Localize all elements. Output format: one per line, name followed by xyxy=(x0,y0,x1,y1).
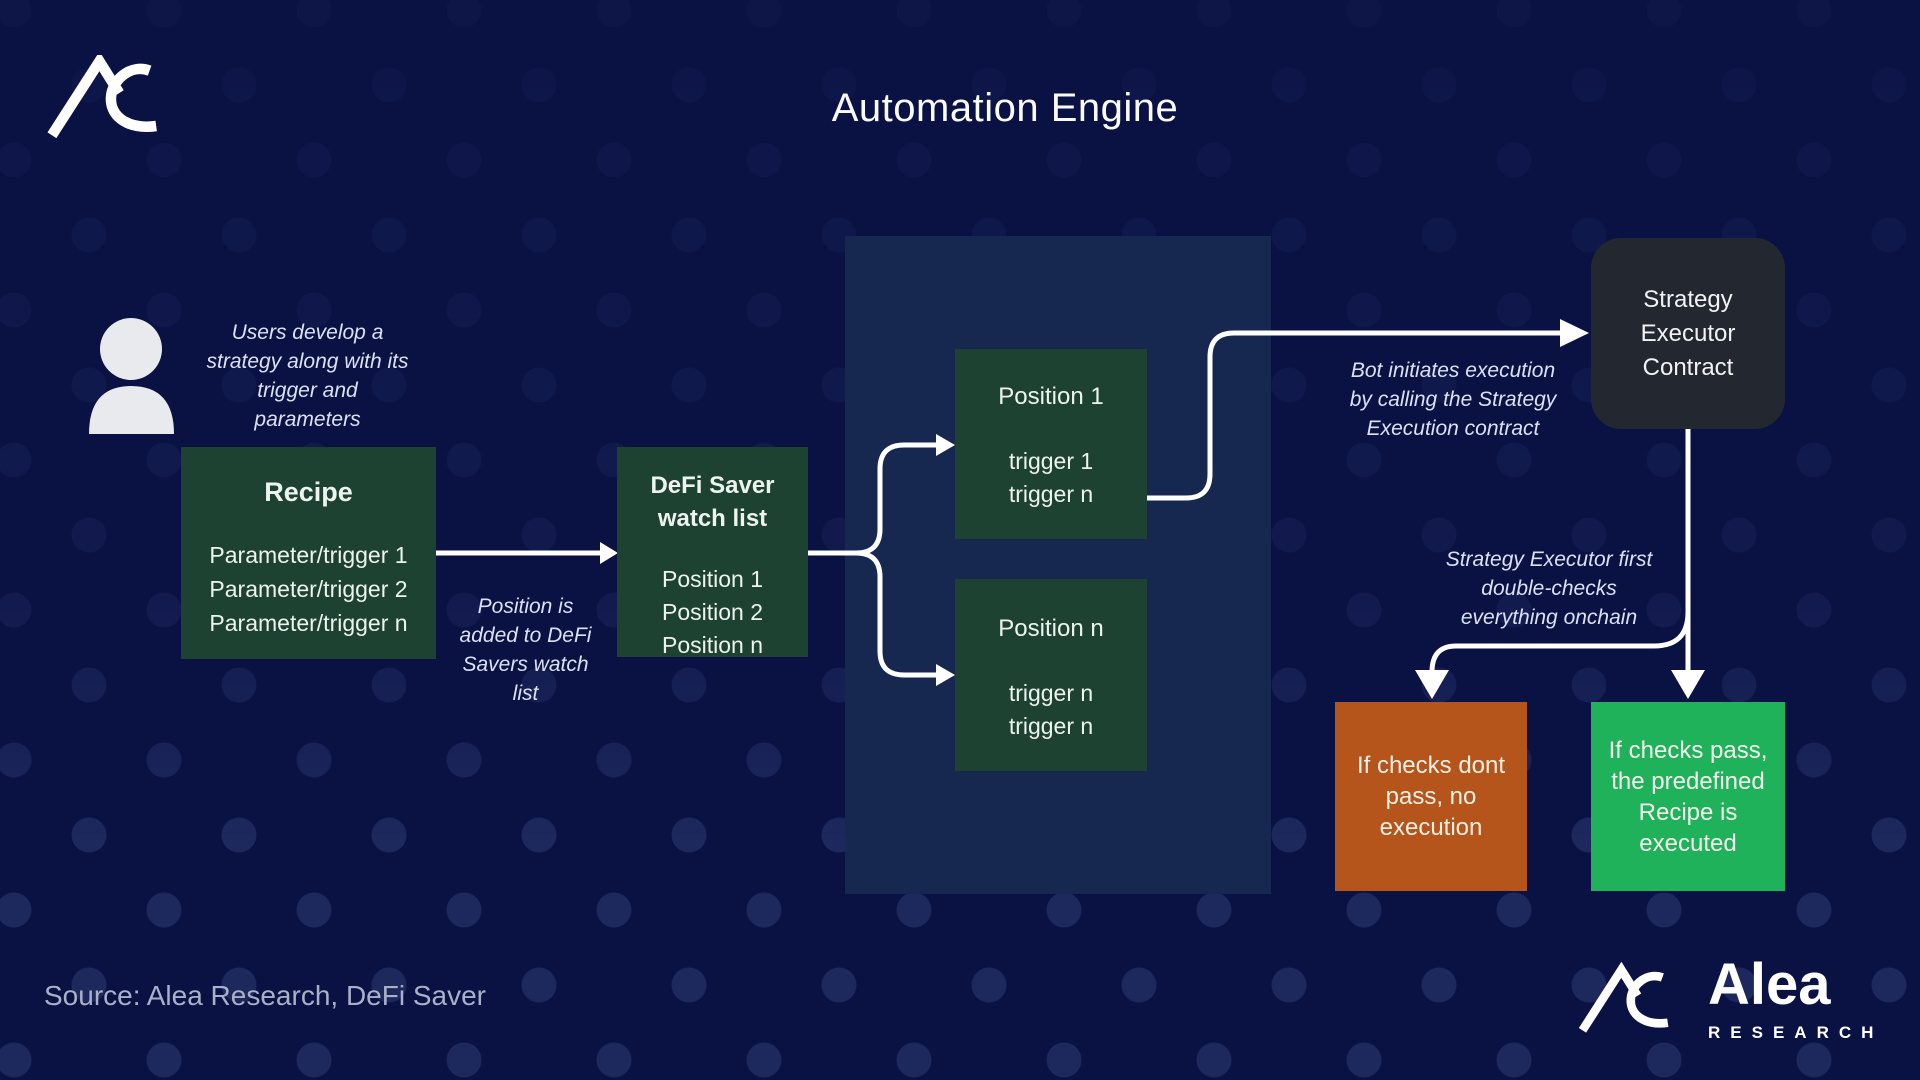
annotation-double-checks: Strategy Executor first double-checks ev… xyxy=(1424,545,1674,632)
node-strategy-executor-contract: Strategy Executor Contract xyxy=(1591,238,1785,429)
pass-line: Recipe is xyxy=(1638,798,1738,826)
trigger-line: trigger 1 xyxy=(1008,448,1094,474)
arrow-recipe-to-watchlist xyxy=(436,542,618,564)
node-watchlist-title: DeFi Saver watch list xyxy=(650,472,775,532)
annotation-line: strategy along with its xyxy=(206,350,409,373)
annotation-user-strategy: Users develop a strategy along with its … xyxy=(185,318,430,434)
node-recipe: Recipe Parameter/trigger 1 Parameter/tri… xyxy=(181,447,436,659)
trigger-line: trigger n xyxy=(1008,713,1094,739)
node-recipe-title: Recipe xyxy=(264,477,353,507)
annotation-line: list xyxy=(512,682,539,705)
executor-line: Executor xyxy=(1640,319,1736,347)
node-recipe-lines: Parameter/trigger 1 Parameter/trigger 2 … xyxy=(209,538,407,640)
brand-text: Alea RESEARCH xyxy=(1708,951,1884,1043)
alea-logo-mark-icon xyxy=(47,55,157,139)
node-position-n: Position n trigger n trigger n xyxy=(955,579,1147,771)
fail-line: If checks dont xyxy=(1356,752,1506,779)
annotation-line: Strategy Executor first xyxy=(1445,548,1653,571)
node-position-1: Position 1 trigger 1 trigger n xyxy=(955,349,1147,539)
annotation-line: trigger and xyxy=(257,379,358,402)
annotation-line: everything onchain xyxy=(1460,606,1638,629)
annotation-line: Execution contract xyxy=(1366,417,1540,440)
trigger-line: trigger n xyxy=(1008,680,1094,706)
annotation-line: Users develop a xyxy=(231,321,384,344)
annotation-position-added: Position is added to DeFi Savers watch l… xyxy=(448,592,603,708)
annotation-line: Position is xyxy=(477,595,574,618)
fail-line: execution xyxy=(1379,814,1483,841)
node-position-1-title: Position 1 xyxy=(998,383,1104,410)
executor-line: Contract xyxy=(1642,353,1734,381)
node-watchlist-lines: Position 1 Position 2 Position n xyxy=(662,563,763,662)
source-attribution: Source: Alea Research, DeFi Saver xyxy=(44,980,486,1011)
recipe-parameter-line: Parameter/trigger 1 xyxy=(209,542,408,568)
node-checks-pass: If checks pass, the predefined Recipe is… xyxy=(1591,702,1785,891)
arrow-executor-to-pass xyxy=(1671,429,1705,699)
annotation-line: Savers watch xyxy=(462,653,589,676)
pass-line: If checks pass, xyxy=(1608,736,1768,764)
annotation-bot-initiates: Bot initiates execution by calling the S… xyxy=(1333,356,1573,443)
recipe-parameter-line: Parameter/trigger n xyxy=(209,610,408,636)
node-checks-fail: If checks dont pass, no execution xyxy=(1335,702,1527,891)
annotation-line: added to DeFi xyxy=(459,624,592,647)
watchlist-position-line: Position n xyxy=(661,632,763,658)
node-watchlist: DeFi Saver watch list Position 1 Positio… xyxy=(617,447,808,658)
alea-logo-mark-icon xyxy=(1578,961,1669,1033)
trigger-line: trigger n xyxy=(1008,481,1094,507)
page-title: Automation Engine xyxy=(831,86,1179,130)
node-position-n-lines: trigger n trigger n xyxy=(1009,677,1093,743)
executor-line: Strategy xyxy=(1643,285,1733,313)
brand-tagline: RESEARCH xyxy=(1708,1022,1884,1042)
brand-wordmark: Alea xyxy=(1708,951,1831,1017)
annotation-line: double-checks xyxy=(1481,577,1617,600)
node-position-n-title: Position n xyxy=(998,615,1104,642)
pass-line: the predefined xyxy=(1611,767,1765,795)
annotation-line: by calling the Strategy xyxy=(1349,388,1557,411)
fail-line: pass, no xyxy=(1385,783,1477,810)
annotation-line: parameters xyxy=(254,408,361,431)
user-person-icon xyxy=(89,318,174,434)
watchlist-position-line: Position 2 xyxy=(661,599,763,625)
pass-line: executed xyxy=(1639,829,1737,857)
watchlist-position-line: Position 1 xyxy=(661,566,763,592)
recipe-parameter-line: Parameter/trigger 2 xyxy=(209,576,408,602)
node-position-1-lines: trigger 1 trigger n xyxy=(1009,445,1093,511)
flow-panel xyxy=(845,236,1271,894)
alea-research-brand: Alea RESEARCH xyxy=(1576,953,1883,1045)
annotation-line: Bot initiates execution xyxy=(1350,359,1556,382)
